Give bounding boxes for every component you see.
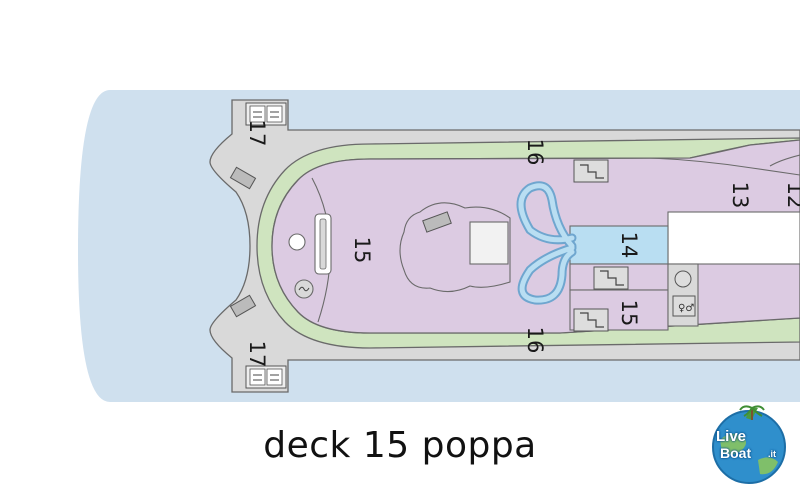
stairs-icon	[573, 308, 609, 332]
shower-icon-wave	[298, 286, 310, 292]
logo-text-suffix: .it	[768, 449, 776, 459]
pool-area	[569, 225, 669, 265]
stairs-icon	[573, 159, 609, 183]
bar-counter-inner	[319, 218, 327, 270]
zone-divider	[649, 157, 800, 176]
stairs-icon	[593, 266, 629, 290]
deck-caption: deck 15 poppa	[263, 425, 537, 466]
elevator-icon	[245, 102, 287, 126]
top-wing-label: 17	[245, 120, 269, 147]
deck-opening	[667, 211, 800, 265]
stern-area-label: 15	[350, 237, 374, 264]
pool-area-label: 14	[617, 232, 641, 259]
water-slide-inner	[518, 183, 575, 303]
globe-icon	[712, 405, 786, 484]
hot-tub	[288, 233, 306, 251]
right-zone-divider	[769, 154, 800, 167]
slide-ramp-icon	[229, 294, 257, 318]
top-path-label: 16	[523, 139, 547, 166]
lower-right-area-label: 15	[617, 300, 641, 327]
area-13-label: 13	[728, 182, 752, 209]
svg-text:♀♂: ♀♂	[678, 303, 694, 314]
area-12-label: 12	[783, 182, 800, 209]
elevator-icon	[245, 365, 287, 389]
bottom-path-label: 16	[523, 327, 547, 354]
liveboat-logo: Live Boat .it	[706, 402, 792, 488]
logo-text-boat: Boat	[720, 445, 752, 461]
bottom-wing-label: 17	[245, 341, 269, 368]
restroom-icon: ♀♂	[672, 270, 696, 317]
slide-ramp-icon	[422, 211, 452, 233]
logo-text-live: Live	[716, 428, 747, 445]
slide-ramp-icon	[229, 166, 257, 190]
central-block	[469, 221, 509, 265]
